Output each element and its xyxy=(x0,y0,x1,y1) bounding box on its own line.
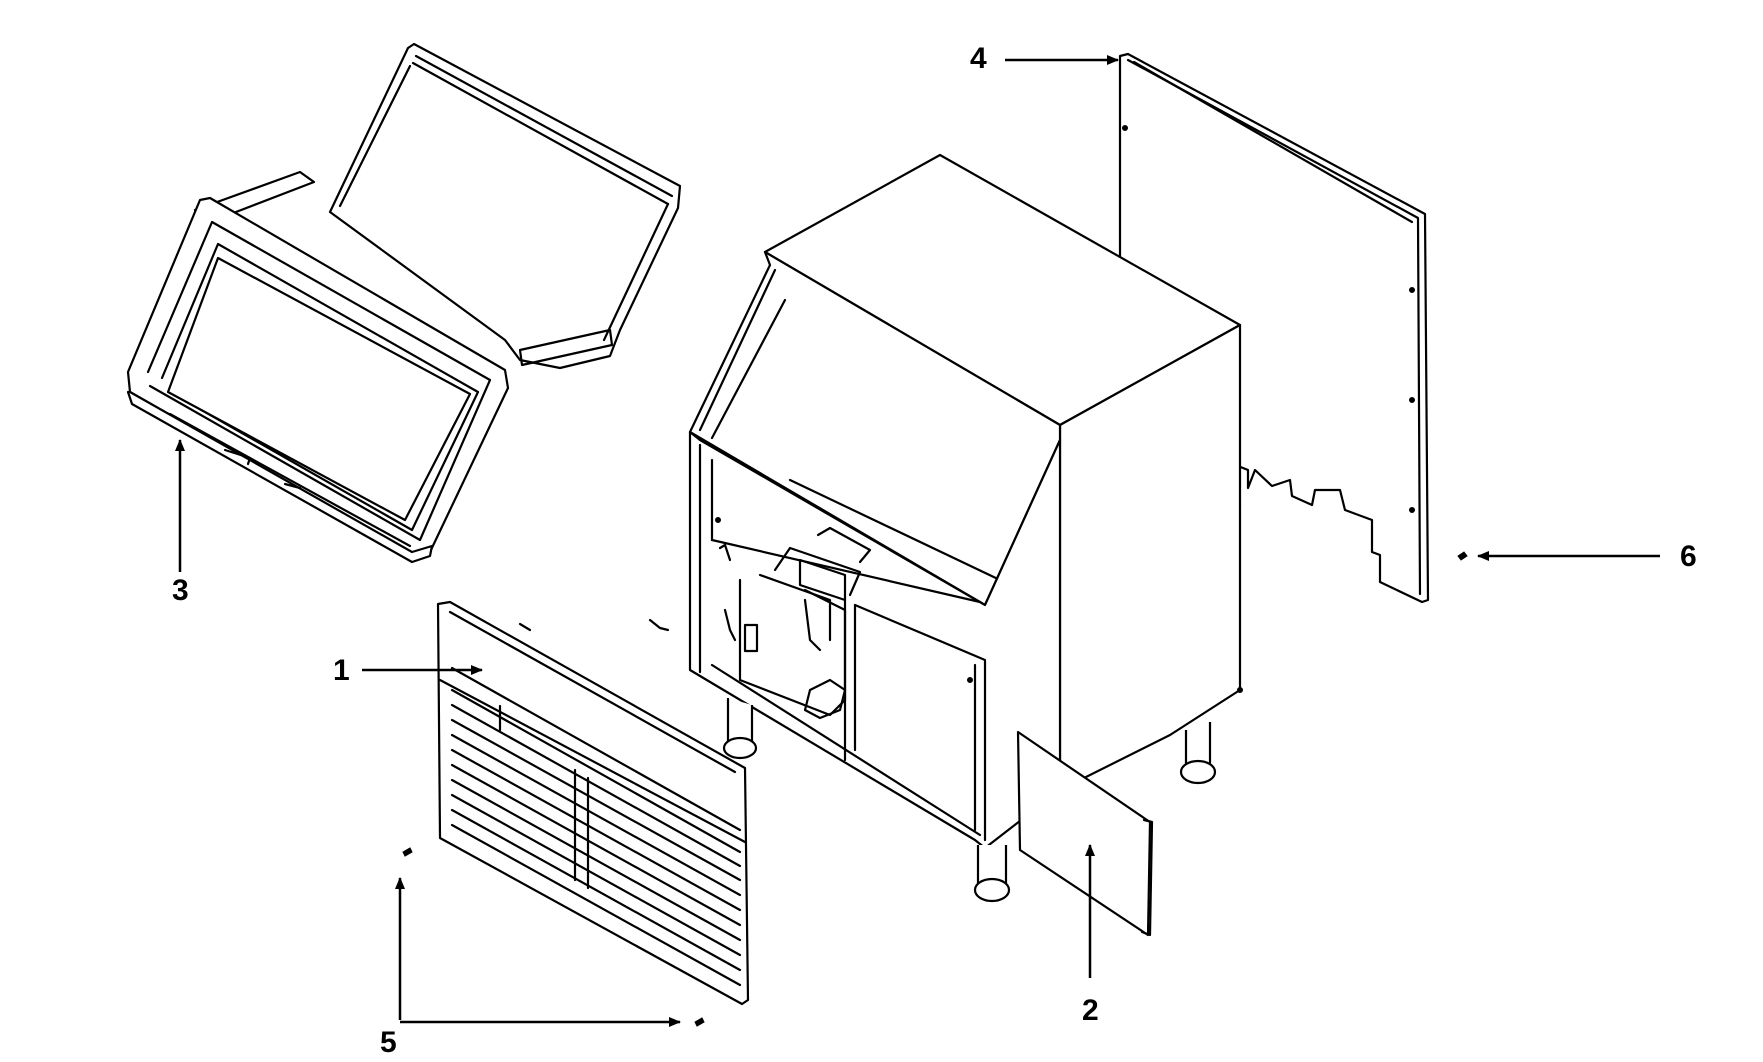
callout-4: 4 xyxy=(970,42,987,75)
leader-arrows xyxy=(175,55,1660,1027)
kick-panel xyxy=(1016,730,1154,937)
callout-3: 3 xyxy=(172,574,189,607)
callout-2: 2 xyxy=(1082,994,1099,1027)
callout-1: 1 xyxy=(333,654,350,687)
callout-5: 5 xyxy=(380,1026,397,1059)
screws xyxy=(402,551,1468,1027)
bin-door-assembly xyxy=(126,42,682,564)
callout-6: 6 xyxy=(1680,540,1697,573)
callout-labels: 1 2 3 4 5 6 xyxy=(172,42,1697,1059)
cabinet xyxy=(688,153,1243,903)
front-grille xyxy=(436,600,750,1006)
